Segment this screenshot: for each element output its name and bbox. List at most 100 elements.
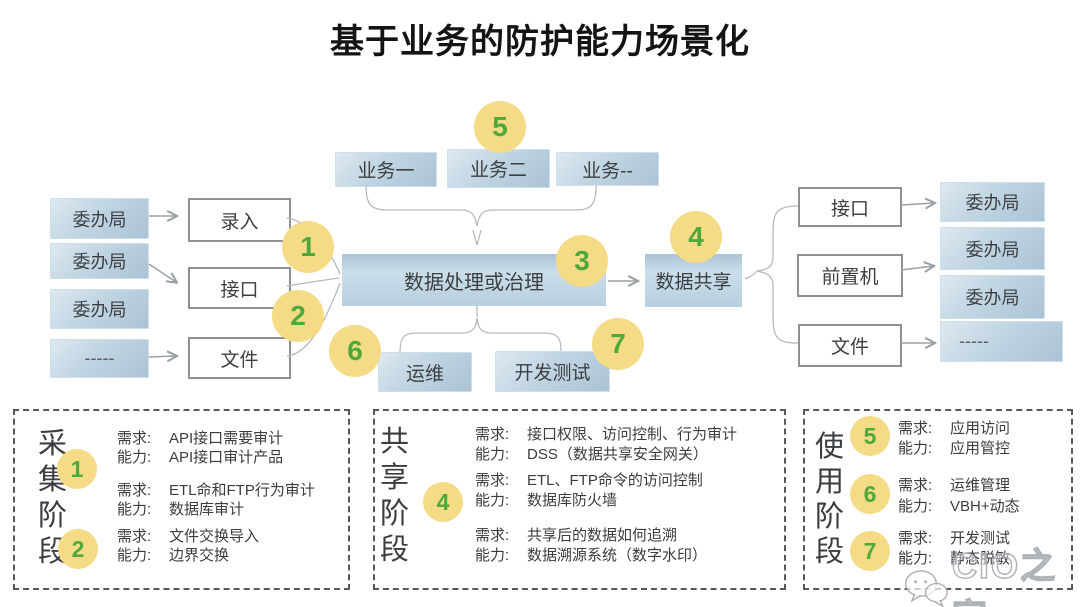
requirement-value: ETL、FTP命令的访问控制 [527, 472, 703, 489]
source-label: ----- [84, 348, 115, 368]
ingest-box-entry: 录入 [188, 198, 291, 242]
badge-4: 4 [670, 211, 722, 263]
target-box-4: ----- [940, 321, 1063, 362]
capability-line: 能力: 边界交换 [117, 546, 229, 565]
ingest-box-interface: 接口 [188, 267, 291, 309]
badge-number: 4 [436, 488, 450, 515]
requirement-value: 运维管理 [950, 477, 1011, 494]
ops-box-devtest: 开发测试 [495, 351, 610, 392]
badge-number: 1 [70, 455, 84, 482]
source-box-2: 委办局 [50, 243, 149, 279]
target-box-2: 委办局 [940, 227, 1045, 270]
arrow-source2-to-interface [148, 263, 176, 282]
page-title: 基于业务的防护能力场景化 [330, 23, 750, 61]
sharing-label: 数据共享 [655, 272, 732, 293]
badge-2: 2 [272, 290, 324, 342]
phase-badge-7: 7 [850, 531, 890, 571]
requirement-value: ETL命和FTP行为审计 [169, 482, 315, 499]
target-box-1: 委办局 [940, 182, 1045, 222]
capability-value: API接口审计产品 [169, 449, 284, 466]
output-box-frontend: 前置机 [797, 254, 903, 297]
brace-services-to-processing [365, 184, 597, 227]
output-label: 接口 [830, 198, 869, 220]
capability-label: 能力: [117, 501, 152, 518]
nub-sharing [744, 270, 758, 280]
badge-number: 5 [492, 111, 508, 142]
requirement-line: 需求: 应用访问 [898, 419, 1010, 438]
capability-line: 能力: 应用管控 [898, 439, 1010, 458]
requirement-label: 需求: [898, 530, 933, 547]
capability-value: 静态脱敏 [950, 550, 1011, 567]
output-box-file: 文件 [798, 324, 902, 367]
capability-label: 能力: [475, 446, 510, 463]
capability-label: 能力: [475, 547, 510, 564]
requirement-label: 需求: [475, 472, 510, 489]
badge-number: 1 [300, 231, 316, 262]
service-box-3: 业务-- [556, 152, 659, 186]
capability-value: DSS（数据共享安全网关） [527, 446, 708, 463]
requirement-line: 需求: API接口需要审计 [117, 429, 283, 448]
capability-line: 能力: VBH+动态 [898, 497, 1020, 516]
ops-label: 开发测试 [514, 363, 591, 384]
processing-label: 数据处理或治理 [404, 271, 544, 294]
ingest-label: 录入 [220, 211, 259, 233]
badge-number: 5 [863, 422, 877, 449]
target-label: ----- [959, 331, 989, 351]
badge-number: 6 [863, 480, 877, 507]
requirement-label: 需求: [898, 477, 933, 494]
source-box-3: 委办局 [50, 289, 149, 329]
requirement-line: 需求: ETL、FTP命令的访问控制 [475, 471, 703, 490]
brace-processing-to-ops [399, 317, 562, 354]
requirement-label: 需求: [117, 430, 152, 447]
phase-badge-6: 6 [850, 474, 890, 514]
capability-line: 能力: 数据库审计 [117, 500, 244, 519]
ingest-box-file: 文件 [188, 337, 291, 379]
capability-label: 能力: [898, 440, 933, 457]
sharing-box: 数据共享 [645, 254, 742, 307]
capability-label: 能力: [117, 547, 152, 564]
output-label: 前置机 [821, 267, 879, 288]
requirement-value: 接口权限、访问控制、行为审计 [527, 426, 738, 443]
requirement-line: 需求: 开发测试 [898, 529, 1010, 548]
curve-interface-to-processing [286, 277, 340, 287]
badge-5: 5 [474, 101, 526, 153]
requirement-line: 需求: 共享后的数据如何追溯 [475, 526, 677, 545]
badge-number: 2 [290, 300, 306, 331]
requirement-label: 需求: [475, 426, 510, 443]
capability-value: VBH+动态 [950, 498, 1020, 515]
phase-badge-5: 5 [850, 416, 890, 456]
requirement-label: 需求: [117, 482, 152, 499]
arrow-source4-to-file [148, 356, 176, 357]
capability-label: 能力: [898, 550, 933, 567]
arrow-frontend-to-target2 [900, 266, 933, 270]
source-box-4: ----- [50, 339, 149, 378]
capability-line: 能力: 静态脱敏 [898, 549, 1010, 568]
capability-value: 数据库审计 [169, 501, 245, 518]
capability-line: 能力: API接口审计产品 [117, 448, 283, 467]
service-box-2: 业务二 [447, 149, 550, 188]
badge-number: 7 [863, 537, 877, 564]
badge-number: 6 [347, 335, 363, 366]
requirement-label: 需求: [898, 420, 933, 437]
capability-label: 能力: [117, 449, 152, 466]
requirement-label: 需求: [117, 528, 152, 545]
phase-badge-2: 2 [58, 529, 98, 569]
service-label: 业务-- [582, 160, 633, 182]
phase-box-use [803, 409, 1073, 590]
target-label: 委办局 [965, 239, 1020, 260]
badge-6: 6 [329, 325, 381, 377]
source-label: 委办局 [72, 300, 127, 320]
badge-number: 3 [574, 245, 590, 276]
capability-line: 能力: DSS（数据共享安全网关） [475, 445, 708, 464]
target-box-3: 委办局 [940, 275, 1045, 319]
requirement-label: 需求: [475, 527, 510, 544]
requirement-value: 应用访问 [950, 420, 1011, 437]
badge-number: 7 [610, 328, 626, 359]
requirement-value: 共享后的数据如何追溯 [527, 527, 678, 544]
capability-value: 边界交换 [169, 547, 230, 564]
ops-box-yunwei: 运维 [378, 352, 472, 392]
capability-line: 能力: 数据库防火墙 [475, 491, 617, 510]
requirement-line: 需求: 运维管理 [898, 476, 1010, 495]
ingest-label: 接口 [220, 279, 259, 301]
